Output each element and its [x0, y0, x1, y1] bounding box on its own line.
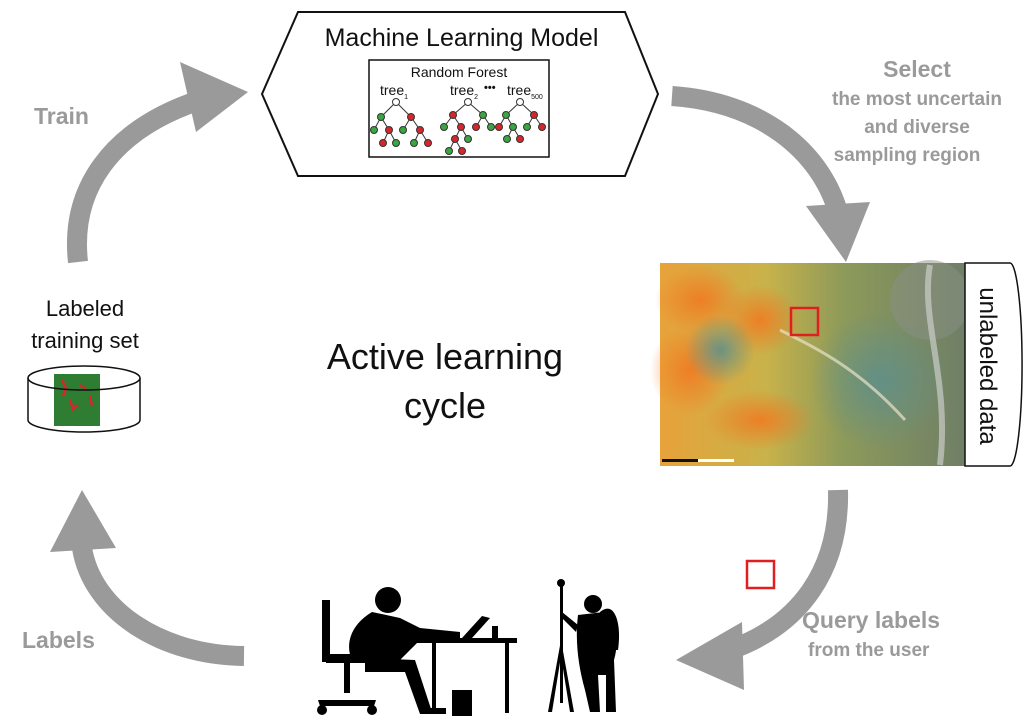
arrow-train: [67, 62, 248, 264]
tree-1-graphic: [370, 98, 432, 147]
user-field-silhouette: [548, 579, 620, 712]
training-set-line-1: Labeled: [45, 296, 125, 321]
unlabeled-data-label: unlabeled data: [974, 287, 1001, 445]
cycle-title-line-1: Active learning: [326, 336, 564, 377]
arrow-select: [671, 86, 870, 262]
train-label: Train: [34, 103, 89, 129]
select-line-1: the most uncertain: [832, 89, 1002, 110]
tree-2-label: tree2: [450, 82, 479, 101]
random-forest-title: Random Forest: [410, 64, 508, 80]
tree-500-graphic: [495, 98, 546, 143]
cycle-title-line-2: cycle: [403, 385, 487, 426]
unlabeled-cylinder-outline: [964, 262, 1023, 467]
training-set-line-2: training set: [31, 328, 139, 353]
user-at-desk-silhouette: [317, 587, 517, 716]
arrow-labels: [50, 490, 245, 666]
training-set-cylinder: [27, 365, 141, 433]
training-patch: [54, 374, 100, 426]
arrow-query: [676, 489, 849, 690]
unlabeled-data-map: [650, 260, 970, 466]
query-subtitle: from the user: [808, 640, 930, 661]
select-line-3: sampling region: [833, 145, 981, 166]
ellipsis-label: •••: [484, 82, 496, 94]
select-title: Select: [883, 56, 951, 82]
uncertain-region-marker: [789, 306, 820, 337]
select-line-2: and diverse: [864, 117, 970, 138]
tree-1-label: tree1: [380, 82, 409, 101]
tree-500-label: tree500: [507, 82, 543, 101]
model-title: Machine Learning Model: [324, 24, 599, 52]
labels-label: Labels: [22, 627, 95, 653]
tree-2-graphic: [440, 98, 495, 155]
query-title: Query labels: [802, 607, 941, 633]
query-sample-square: [745, 559, 776, 590]
